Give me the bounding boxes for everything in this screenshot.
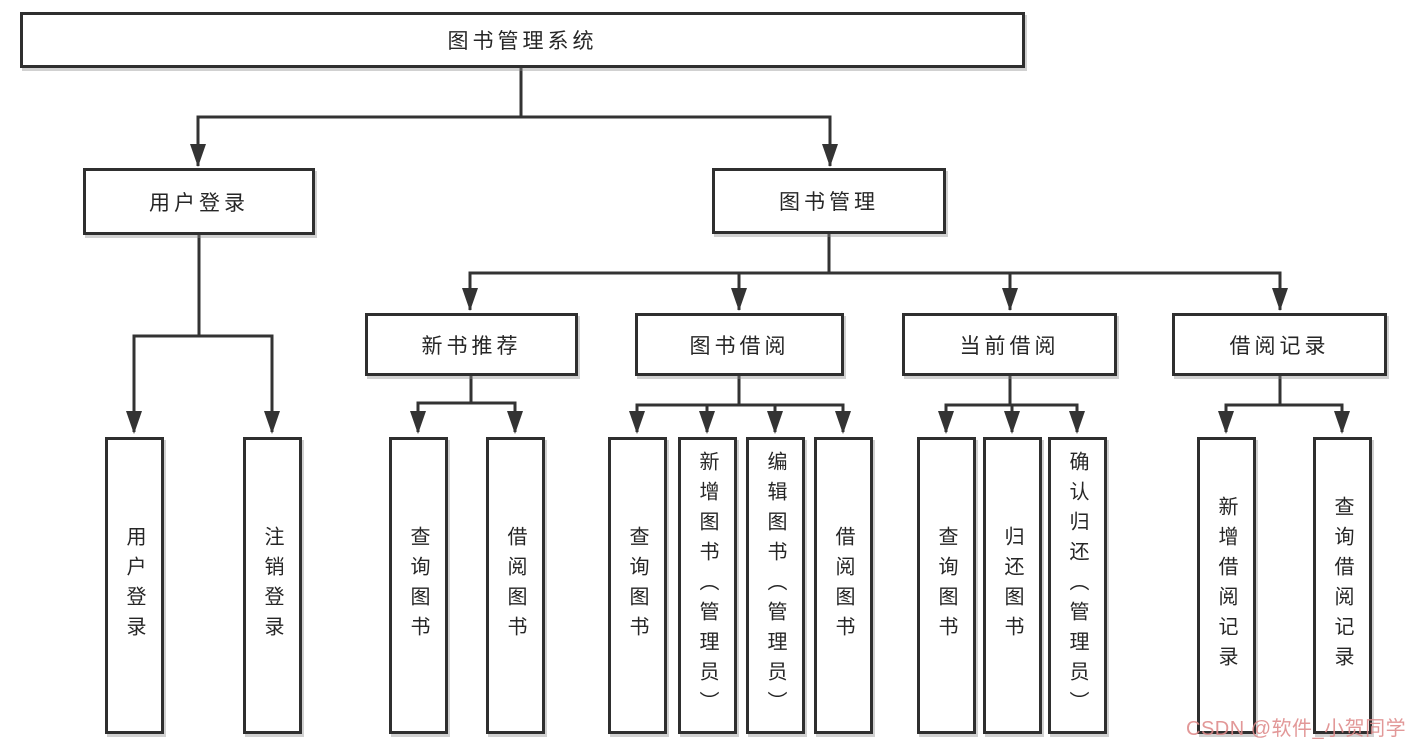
node-book-management: 图书管理	[712, 168, 946, 234]
leaf-label: 新增图书（管理员）	[696, 450, 718, 721]
csdn-watermark: CSDN @软件_小贺同学	[1186, 718, 1405, 740]
leaf-label: 借阅图书	[504, 525, 526, 646]
arrowhead-icons	[126, 144, 1350, 434]
node-library-management-system: 图书管理系统	[20, 12, 1025, 68]
node-label: 当前借阅	[959, 334, 1060, 358]
leaf-label: 查询图书	[407, 525, 429, 646]
leaf-borrow-books-recommend: 借阅图书	[486, 437, 545, 734]
leaf-label: 用户登录	[123, 525, 145, 646]
leaf-label: 确认归还（管理员）	[1066, 450, 1088, 721]
node-label: 用户登录	[149, 191, 249, 215]
node-label: 借阅记录	[1229, 334, 1330, 358]
leaf-query-books-recommend: 查询图书	[389, 437, 448, 734]
leaf-logout: 注销登录	[243, 437, 302, 734]
leaf-confirm-return-admin: 确认归还（管理员）	[1048, 437, 1107, 734]
leaf-label: 注销登录	[261, 525, 283, 646]
leaf-label: 归还图书	[1001, 525, 1023, 646]
leaf-label: 查询图书	[935, 525, 957, 646]
leaf-borrow-books: 借阅图书	[814, 437, 873, 734]
node-label: 新书推荐	[421, 334, 522, 358]
leaf-label: 查询借阅记录	[1331, 495, 1353, 676]
connector-strokes	[132, 68, 1344, 432]
leaf-add-borrow-record: 新增借阅记录	[1197, 437, 1256, 734]
node-borrowing-records: 借阅记录	[1172, 313, 1387, 376]
leaf-label: 查询图书	[626, 525, 648, 646]
leaf-label: 编辑图书（管理员）	[764, 450, 786, 721]
node-label: 图书管理	[779, 191, 879, 214]
node-current-borrowing: 当前借阅	[902, 313, 1117, 376]
leaf-query-books-current: 查询图书	[917, 437, 976, 734]
leaf-return-book: 归还图书	[983, 437, 1042, 734]
node-new-book-recommendation: 新书推荐	[365, 313, 578, 376]
leaf-label: 借阅图书	[832, 525, 854, 646]
node-user-login: 用户登录	[83, 168, 315, 235]
node-label: 图书借阅	[689, 334, 790, 358]
node-label: 图书管理系统	[447, 30, 598, 53]
leaf-query-books-borrow: 查询图书	[608, 437, 667, 734]
node-book-borrowing: 图书借阅	[635, 313, 844, 376]
leaf-user-login: 用户登录	[105, 437, 164, 734]
leaf-label: 新增借阅记录	[1215, 495, 1237, 676]
leaf-edit-book-admin: 编辑图书（管理员）	[746, 437, 805, 734]
leaf-query-borrow-record: 查询借阅记录	[1313, 437, 1372, 734]
leaf-add-book-admin: 新增图书（管理员）	[678, 437, 737, 734]
